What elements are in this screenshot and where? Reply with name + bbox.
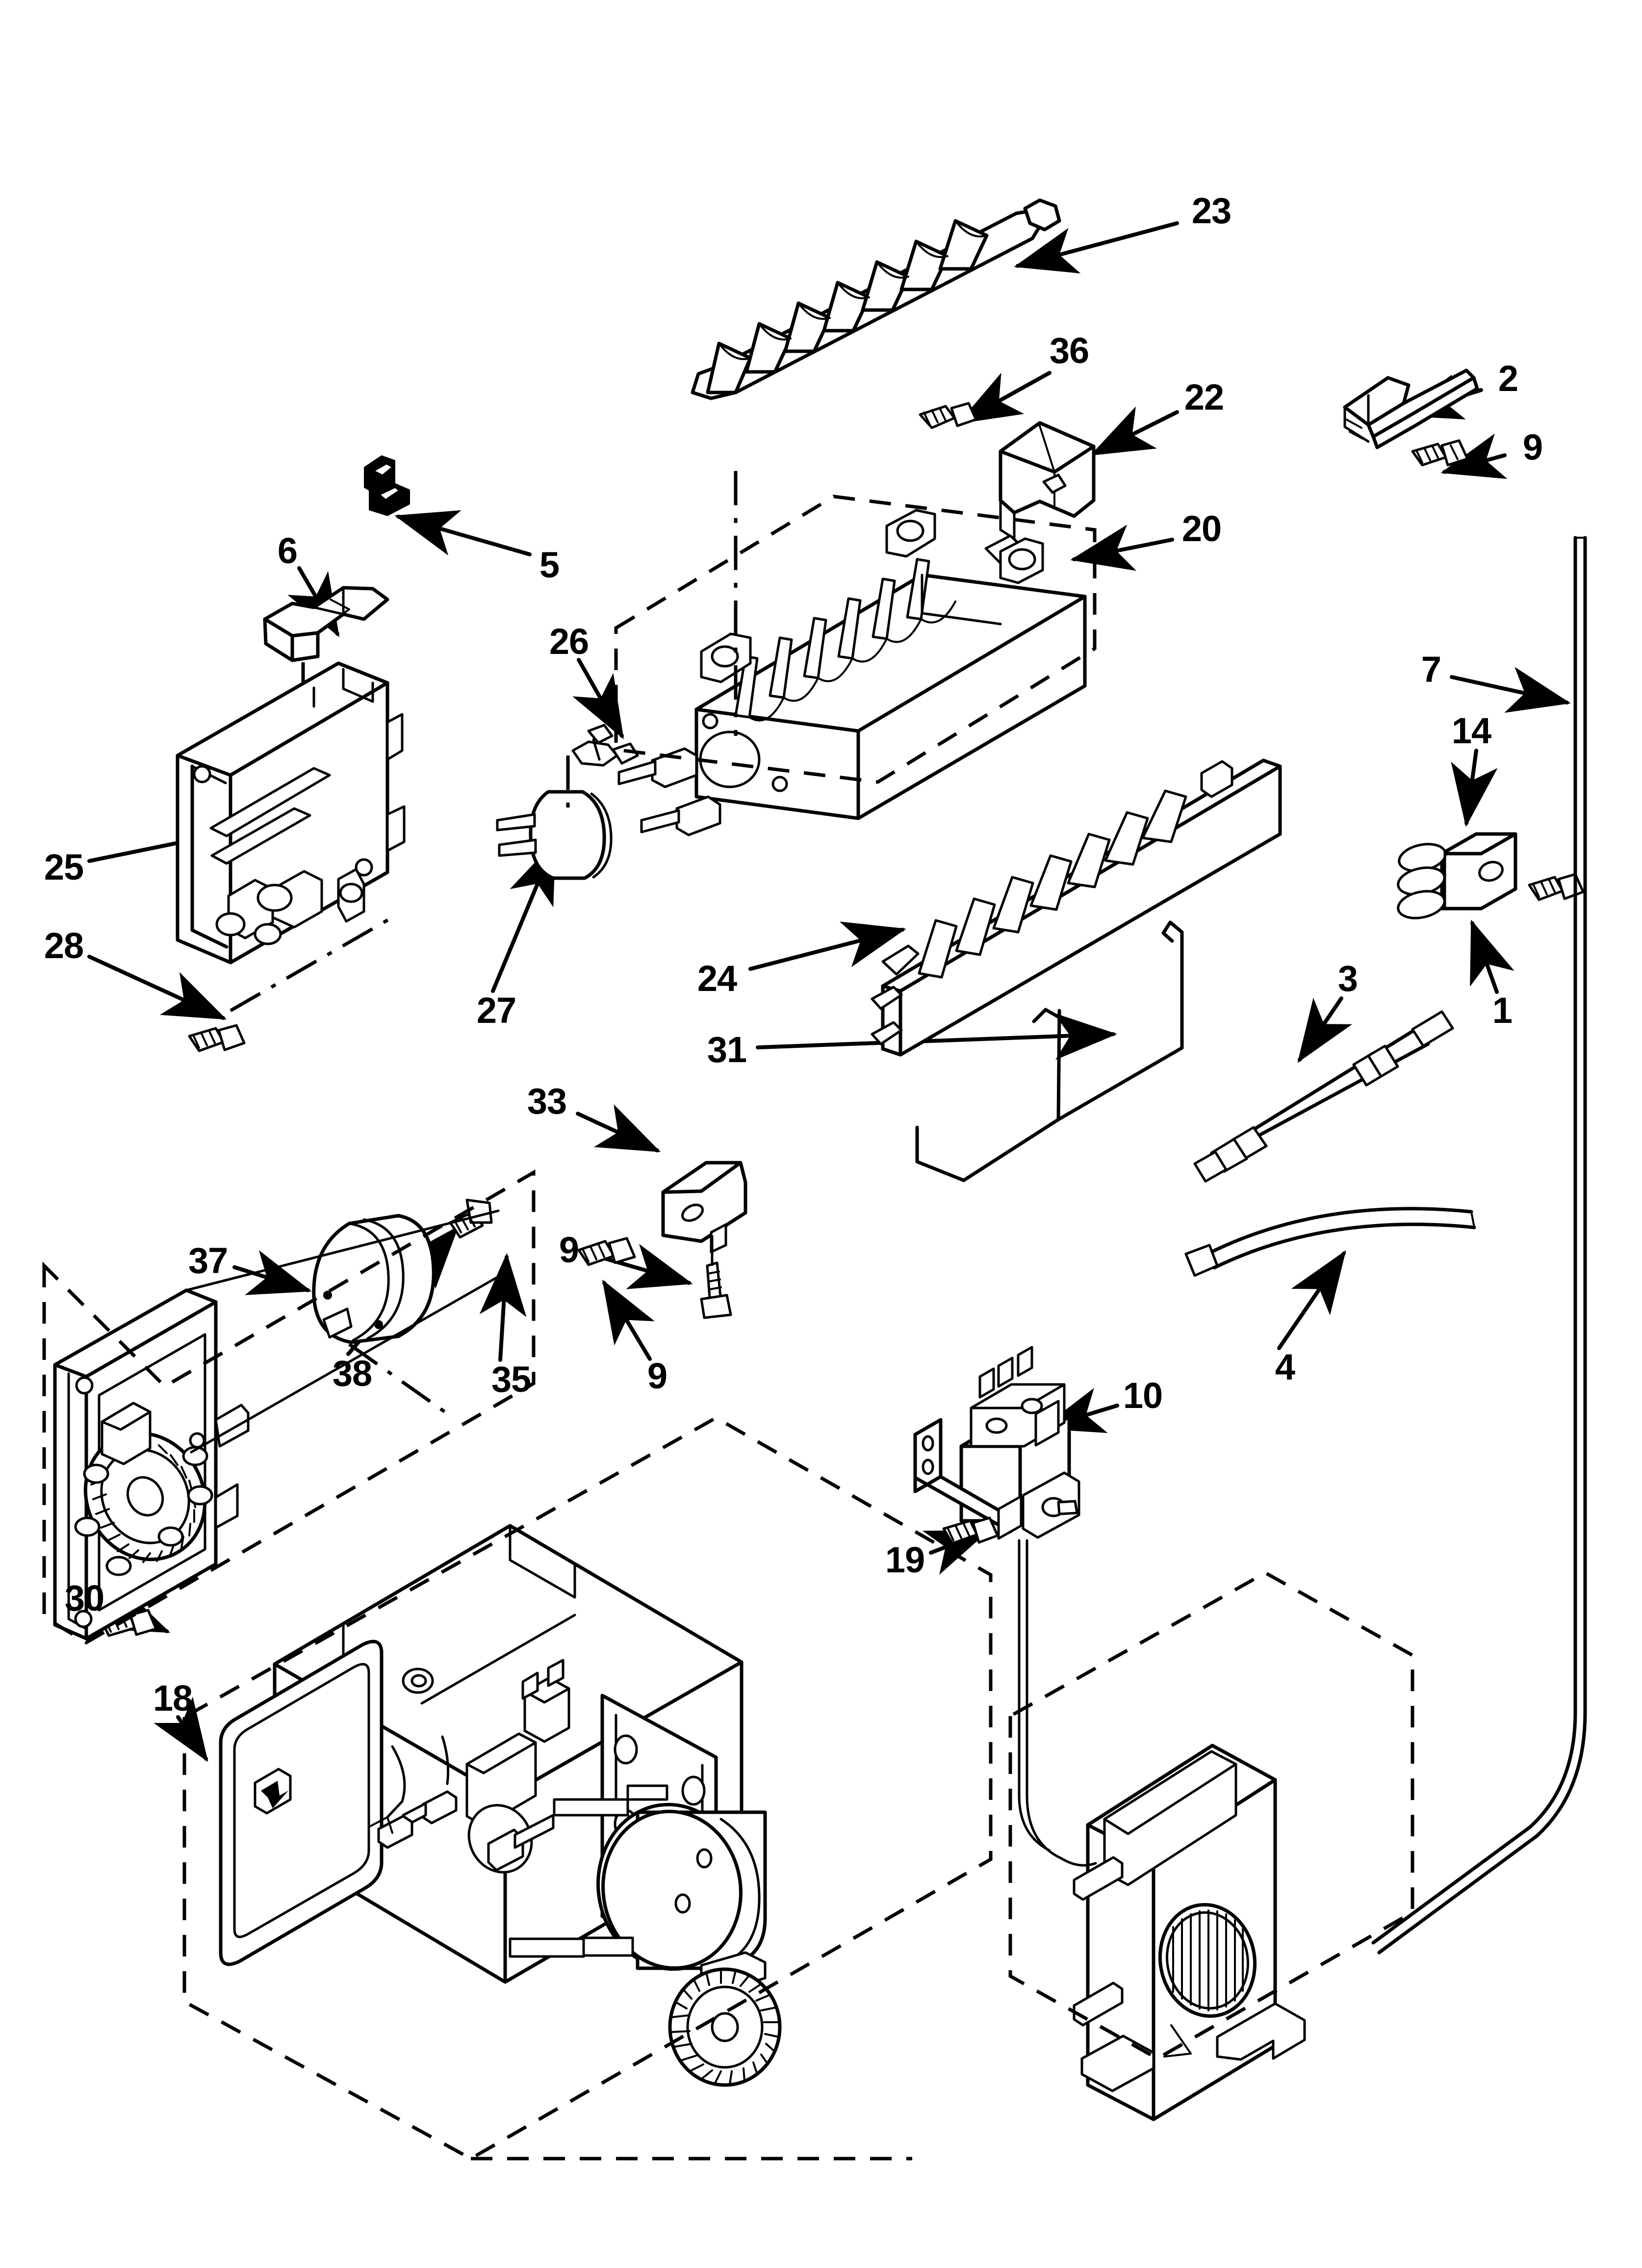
evaporator-block — [1008, 1570, 1414, 2121]
callout-number-35-harness-assembly: 35 — [491, 1359, 531, 1400]
leader-line-5 — [394, 510, 532, 556]
callout-number-19-bracket-screw: 19 — [885, 1539, 925, 1580]
callout-number-38-cover-mount-screw: 38 — [332, 1353, 372, 1394]
part-10-thermostat-control — [913, 1346, 1080, 1860]
part-27-icemaker-motor — [496, 756, 613, 880]
leader-line-35 — [479, 1253, 527, 1362]
leader-line-9 — [1440, 433, 1508, 479]
leader-line-23 — [1014, 221, 1179, 274]
callout-number-4-flexible-water-hose: 4 — [1275, 1347, 1295, 1387]
callout-number-6-ejector-blade-arm: 6 — [277, 530, 298, 571]
leader-line-22 — [1090, 406, 1179, 456]
part-18-icemaker-module-assembly — [182, 1415, 993, 2161]
callout-number-2-ice-deflector-shelf: 2 — [1498, 358, 1518, 399]
callout-number-24-ice-stripper-bar: 24 — [697, 958, 737, 999]
part-4-flexible-water-hose — [1184, 1207, 1476, 1277]
part-31-ice-level-shutoff-arm — [915, 920, 1184, 1182]
callout-number-25-icemaker-housing-cover: 25 — [44, 847, 84, 887]
callout-number-36-mounting-screw: 36 — [1049, 330, 1089, 371]
callout-number-27-icemaker-motor: 27 — [476, 990, 516, 1031]
part-24-ice-stripper-bar — [871, 758, 1282, 1057]
callout-number-14-bracket-with-springs: 14 — [1451, 710, 1491, 751]
part-28-housing-mount-screw — [188, 915, 393, 1052]
leader-line-20 — [1070, 524, 1174, 571]
callout-number-3-water-valve-tube: 3 — [1337, 958, 1358, 999]
part-26-coupler-drive-link — [571, 724, 639, 767]
callout-number-5-wire-retainer-clip: 5 — [539, 545, 560, 585]
callout-number-9-hex-head-screw: 9 — [647, 1356, 667, 1396]
leader-line-24 — [748, 921, 906, 971]
callout-number-10-thermostat-control: 10 — [1123, 1375, 1163, 1416]
part-33-wire-harness-cover — [661, 1161, 747, 1253]
part-9-hex-head-screw-c — [577, 1237, 636, 1266]
callout-number-9-hex-head-screw: 9 — [559, 1229, 579, 1270]
callout-number-26-coupler-drive-link: 26 — [549, 621, 589, 662]
leader-line-31 — [756, 1013, 1117, 1060]
part-36-mounting-screw — [919, 402, 977, 429]
part-25-icemaker-housing-cover — [176, 661, 406, 965]
part-20-ice-mold-body — [614, 471, 1097, 836]
leader-line-3 — [1297, 996, 1353, 1063]
leader-line-18 — [154, 1696, 208, 1762]
callout-number-7-water-fill-tube: 7 — [1421, 649, 1441, 690]
part-5-wire-retainer-clip — [364, 455, 410, 516]
leader-line-37 — [232, 1250, 312, 1295]
part-14-bracket-with-springs — [1397, 832, 1517, 919]
callout-number-18-icemaker-module-assembly: 18 — [153, 1678, 193, 1719]
leader-line-14 — [1451, 749, 1498, 827]
callout-number-9-hex-head-screw: 9 — [1522, 427, 1543, 468]
callout-number-22-water-fill-cup: 22 — [1184, 377, 1224, 417]
callout-number-31-ice-level-shutoff-arm: 31 — [707, 1029, 747, 1070]
part-38-cover-mount-screw — [449, 1199, 493, 1239]
part-9-hex-head-screw-a — [1411, 439, 1469, 467]
part-6-ejector-blade-arm — [263, 586, 389, 735]
callout-number-1-tube-mount-screw: 1 — [1492, 990, 1513, 1031]
callout-number-33-wire-harness-cover: 33 — [527, 1081, 567, 1121]
callout-number-30-plate-mount-screw: 30 — [64, 1578, 104, 1618]
part-2-ice-deflector-shelf — [1343, 368, 1479, 449]
part-19-bracket-screw — [942, 1516, 999, 1545]
part-9-hex-head-screw-b — [700, 1235, 732, 1319]
leader-line-36 — [958, 371, 1052, 424]
part-35-harness-assembly — [42, 1169, 536, 1645]
callout-number-37-motor-cover-cap: 37 — [188, 1240, 228, 1281]
leader-line-7 — [1450, 667, 1571, 713]
leader-line-9 — [594, 1244, 693, 1289]
leader-line-33 — [576, 1104, 661, 1152]
part-3-water-valve-tube — [1193, 1010, 1454, 1183]
part-23-ice-stripper-auger — [691, 198, 1061, 400]
leader-line-28 — [87, 955, 227, 1020]
callout-number-20-ice-mold-body: 20 — [1181, 508, 1222, 549]
leader-line-1 — [1470, 919, 1514, 994]
leader-line-4 — [1277, 1250, 1346, 1350]
callout-number-28-housing-mount-screw: 28 — [44, 925, 84, 966]
callout-number-23-ice-stripper-auger: 23 — [1191, 190, 1232, 231]
leader-line-9 — [602, 1279, 655, 1361]
part-7-water-fill-tube — [1371, 536, 1587, 1955]
